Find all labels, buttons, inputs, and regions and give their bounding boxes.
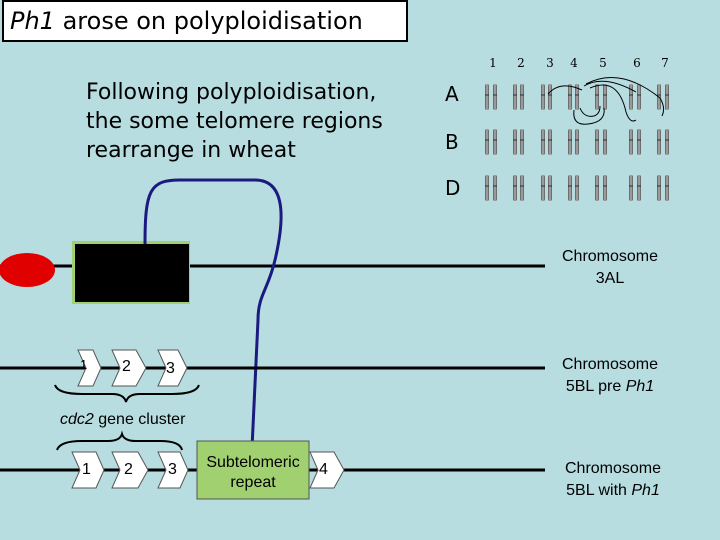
chromosome-number: 6 (633, 56, 641, 70)
gene-arrows-with (71, 451, 345, 489)
label-italic: Ph1 (625, 378, 655, 395)
translocated-segment-box (75, 244, 189, 302)
genome-label-a: A (445, 82, 459, 106)
genome-label-b: B (445, 130, 459, 154)
gene-label: 4 (319, 461, 328, 478)
label-line: 5BL pre Ph1 (545, 376, 675, 398)
gene-label: 1 (80, 357, 88, 372)
chromosome-5bl-pre-label: Chromosome 5BL pre Ph1 (545, 354, 675, 398)
label-line: Chromosome (561, 356, 659, 373)
genome-label-d: D (445, 176, 461, 200)
subtelomeric-repeat-box (196, 440, 310, 500)
intro-line: Following polyploidisation, (86, 80, 377, 105)
gene-arrows-pre (77, 349, 188, 387)
cluster-label-rest: gene cluster (93, 411, 186, 428)
label-line: Chromosome (564, 460, 662, 477)
intro-line: rearrange in wheat (86, 138, 296, 163)
label-italic: Ph1 (631, 482, 660, 499)
gene-label: 1 (82, 461, 91, 478)
intro-line: the some telomere regions (86, 109, 383, 134)
label-prefix: 5BL with (566, 482, 632, 499)
cluster-label-italic: cdc2 (60, 411, 94, 428)
title-box: Ph1 arose on polyploidisation (2, 0, 408, 42)
subtelomeric-label: Subtelomeric repeat (197, 453, 309, 493)
gene-label: 3 (166, 360, 175, 377)
centromere-oval (0, 253, 55, 287)
label-prefix: 5BL pre (565, 378, 626, 395)
karyotype-row-b (484, 128, 670, 156)
chromosome-3al-label: Chromosome 3AL (545, 246, 675, 290)
chromosome-number: 2 (517, 56, 525, 70)
title-italic: Ph1 (10, 7, 55, 35)
cluster-brace (54, 384, 200, 403)
label-line: Chromosome (561, 248, 659, 265)
cluster-brace-lower (56, 430, 183, 451)
karyotype-grid (484, 77, 670, 202)
gene-label: 3 (168, 461, 177, 478)
subtelomeric-line: Subtelomeric (206, 454, 300, 471)
label-line: 5BL with Ph1 (548, 480, 678, 502)
chromosome-number: 4 (570, 56, 578, 70)
cdc2-cluster-label: cdc2 gene cluster (60, 411, 185, 429)
chromosome-number: 7 (661, 56, 669, 70)
translocation-link-line (143, 178, 283, 449)
karyotype-row-d (484, 174, 670, 202)
gene-label: 2 (122, 358, 131, 375)
title-rest: arose on polyploidisation (54, 7, 363, 35)
chromosome-number: 5 (599, 56, 607, 70)
chromosome-number: 1 (489, 56, 497, 70)
label-line: 3AL (595, 270, 625, 287)
gene-label: 2 (124, 461, 133, 478)
intro-text: Following polyploidisation, the some tel… (86, 78, 406, 165)
translocation-arcs (547, 77, 665, 125)
chromosome-number: 3 (546, 56, 554, 70)
subtelomeric-line: repeat (230, 474, 276, 491)
chromosome-5bl-with-label: Chromosome 5BL with Ph1 (548, 458, 678, 502)
